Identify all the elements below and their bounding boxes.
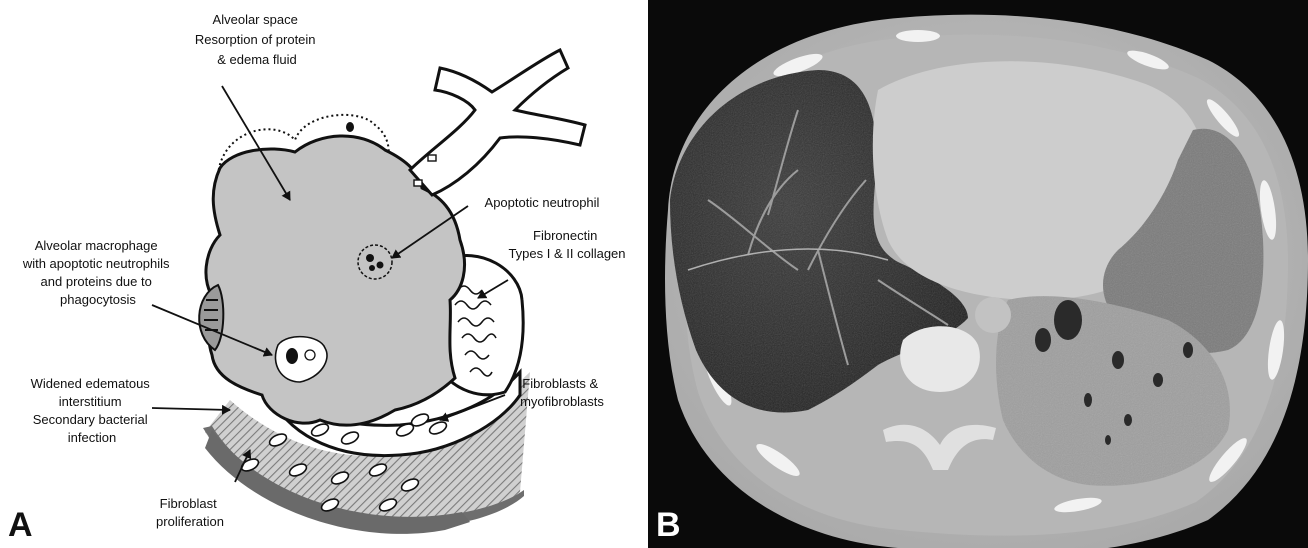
label-interstitium: Widened edematous interstitium Secondary… xyxy=(31,376,154,445)
ct-scan-image: B xyxy=(648,0,1308,548)
wall-macrophage xyxy=(199,285,223,350)
neutrophil-nucleus xyxy=(377,262,384,269)
label-alveolar-macrophage: Alveolar macrophage with apoptotic neutr… xyxy=(22,238,173,307)
ct-panel-b: B xyxy=(648,0,1308,548)
label-alveolar-space: Alveolar space Resorption of protein & e… xyxy=(195,12,319,67)
diagram-panel-a: Alveolar space Resorption of protein & e… xyxy=(0,0,648,548)
label-fibroblast-proliferation: Fibroblast proliferation xyxy=(156,496,224,529)
bronchiole-cell xyxy=(414,180,422,186)
label-fibroblasts: Fibroblasts & myofibroblasts xyxy=(520,376,604,409)
neutrophil-nucleus xyxy=(369,265,375,271)
label-apoptotic-neutrophil: Apoptotic neutrophil xyxy=(485,195,600,210)
bronchiole-cell xyxy=(428,155,436,161)
panel-letter-a: A xyxy=(8,506,33,544)
label-fibronectin: Fibronectin Types I & II collagen xyxy=(508,228,625,261)
vertebral-body xyxy=(900,326,980,392)
alveolus-diagram: Alveolar space Resorption of protein & e… xyxy=(0,0,648,548)
neutrophil-nucleus xyxy=(366,254,374,262)
aorta xyxy=(975,297,1011,333)
macrophage-nucleus xyxy=(286,348,298,364)
panel-letter-b: B xyxy=(656,506,681,544)
bronchiole xyxy=(410,50,585,195)
nucleus-dot xyxy=(346,122,354,132)
